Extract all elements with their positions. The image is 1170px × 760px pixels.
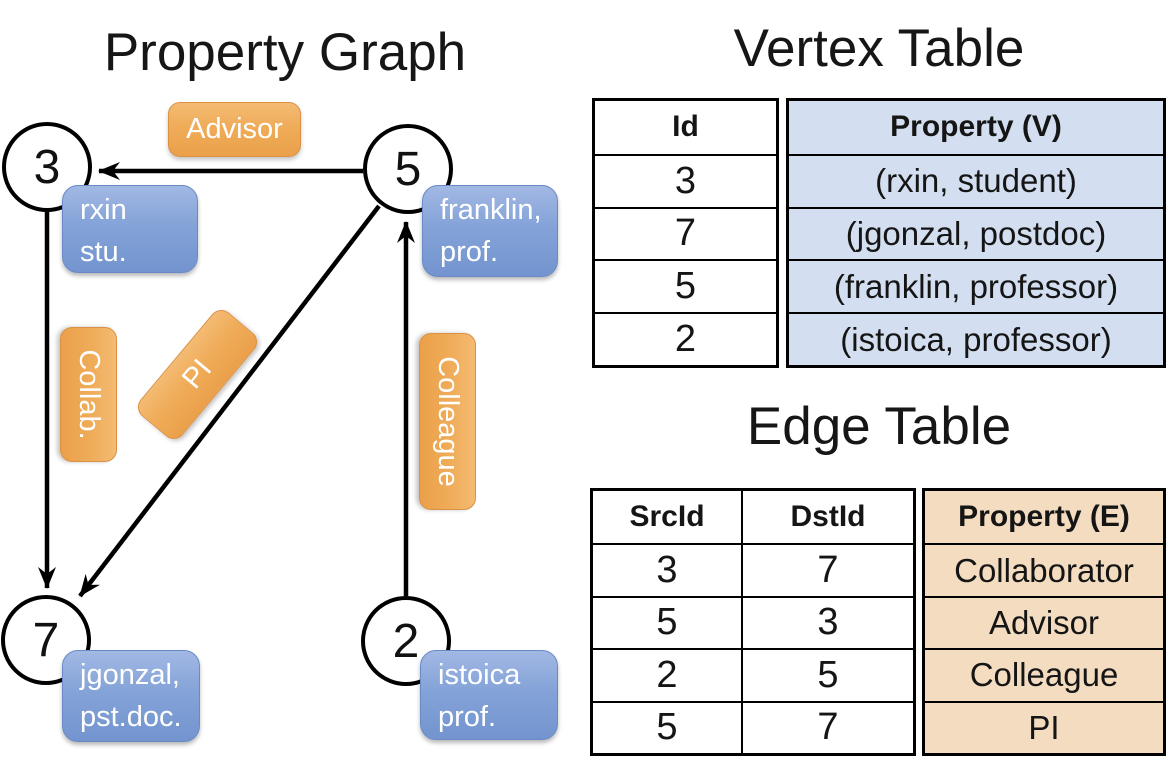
edge-table-property-column: Property (E) Collaborator Advisor Collea… — [922, 488, 1166, 756]
graph-node-2: 2 — [361, 596, 451, 686]
vertex-property-line: rxin — [80, 194, 127, 226]
vertex-property-box-jgonzal: jgonzal, pst.doc. — [62, 650, 200, 742]
edge-dstid-cell: 7 — [741, 543, 913, 596]
edge-label-colleague: Colleague — [419, 333, 476, 510]
edge-dstid-cell: 3 — [741, 595, 913, 649]
vertex-id-header: Id — [672, 110, 699, 144]
vertex-id-cell: 7 — [595, 206, 776, 260]
vertex-property-line: jgonzal, — [80, 659, 180, 691]
vertex-property-cell: (istoica, professor) — [789, 312, 1163, 365]
vertex-id-cell: 5 — [595, 259, 776, 312]
edge-dstid-header: DstId — [741, 491, 913, 544]
vertex-property-line: prof. — [438, 701, 497, 733]
vertex-table-property-column: Property (V) (rxin, student) (jgonzal, p… — [786, 98, 1166, 368]
vertex-property-line: istoica — [438, 659, 521, 691]
edge-srcid-cell: 5 — [593, 595, 741, 648]
edge-dstid-cell: 5 — [741, 648, 913, 701]
vertex-property-line: franklin, — [440, 194, 542, 226]
edge-srcid-cell: 2 — [593, 648, 741, 700]
vertex-property-line: prof. — [440, 236, 499, 268]
graph-node-5: 5 — [363, 124, 453, 214]
vertex-property-box-franklin: franklin, prof. — [422, 185, 558, 277]
edge-label-advisor: Advisor — [168, 102, 301, 157]
node-id-label: 5 — [394, 142, 422, 196]
edge-table-id-columns: SrcId DstId 3 7 5 3 2 5 5 7 — [590, 488, 916, 756]
edge-label-collab: Collab. — [60, 327, 117, 462]
vertex-property-line: pst.doc. — [80, 701, 182, 733]
vertex-property-cell: (franklin, professor) — [789, 259, 1163, 312]
edge-property-header: Property (E) — [958, 500, 1130, 534]
vertex-table-id-column: Id 3 7 5 2 — [592, 98, 779, 368]
vertex-table-title: Vertex Table — [733, 19, 1025, 78]
vertex-property-box-istoica: istoica prof. — [420, 650, 558, 740]
node-id-label: 7 — [32, 613, 60, 667]
vertex-property-header: Property (V) — [890, 110, 1062, 144]
node-id-label: 2 — [392, 614, 420, 668]
edge-srcid-cell: 5 — [593, 700, 741, 753]
vertex-property-box-rxin: rxin stu. — [62, 185, 198, 273]
edge-property-cell: Advisor — [925, 595, 1163, 648]
edge-pi-arrow — [78, 204, 381, 598]
vertex-id-cell: 3 — [595, 153, 776, 207]
vertex-property-cell: (jgonzal, postdoc) — [789, 206, 1163, 260]
edge-srcid-cell: 3 — [593, 543, 741, 595]
vertex-property-line: stu. — [80, 236, 127, 268]
vertex-id-cell: 2 — [595, 312, 776, 365]
edge-property-cell: Collaborator — [925, 543, 1163, 595]
edge-property-cell: PI — [925, 700, 1163, 753]
node-id-label: 3 — [33, 140, 61, 194]
graph-edges-canvas — [38, 162, 415, 598]
vertex-property-cell: (rxin, student) — [789, 153, 1163, 207]
edge-dstid-cell: 7 — [741, 700, 913, 753]
edge-property-cell: Colleague — [925, 648, 1163, 700]
property-graph-title: Property Graph — [103, 23, 467, 82]
edge-table-title: Edge Table — [746, 397, 1012, 456]
edge-srcid-header: SrcId — [629, 500, 705, 534]
